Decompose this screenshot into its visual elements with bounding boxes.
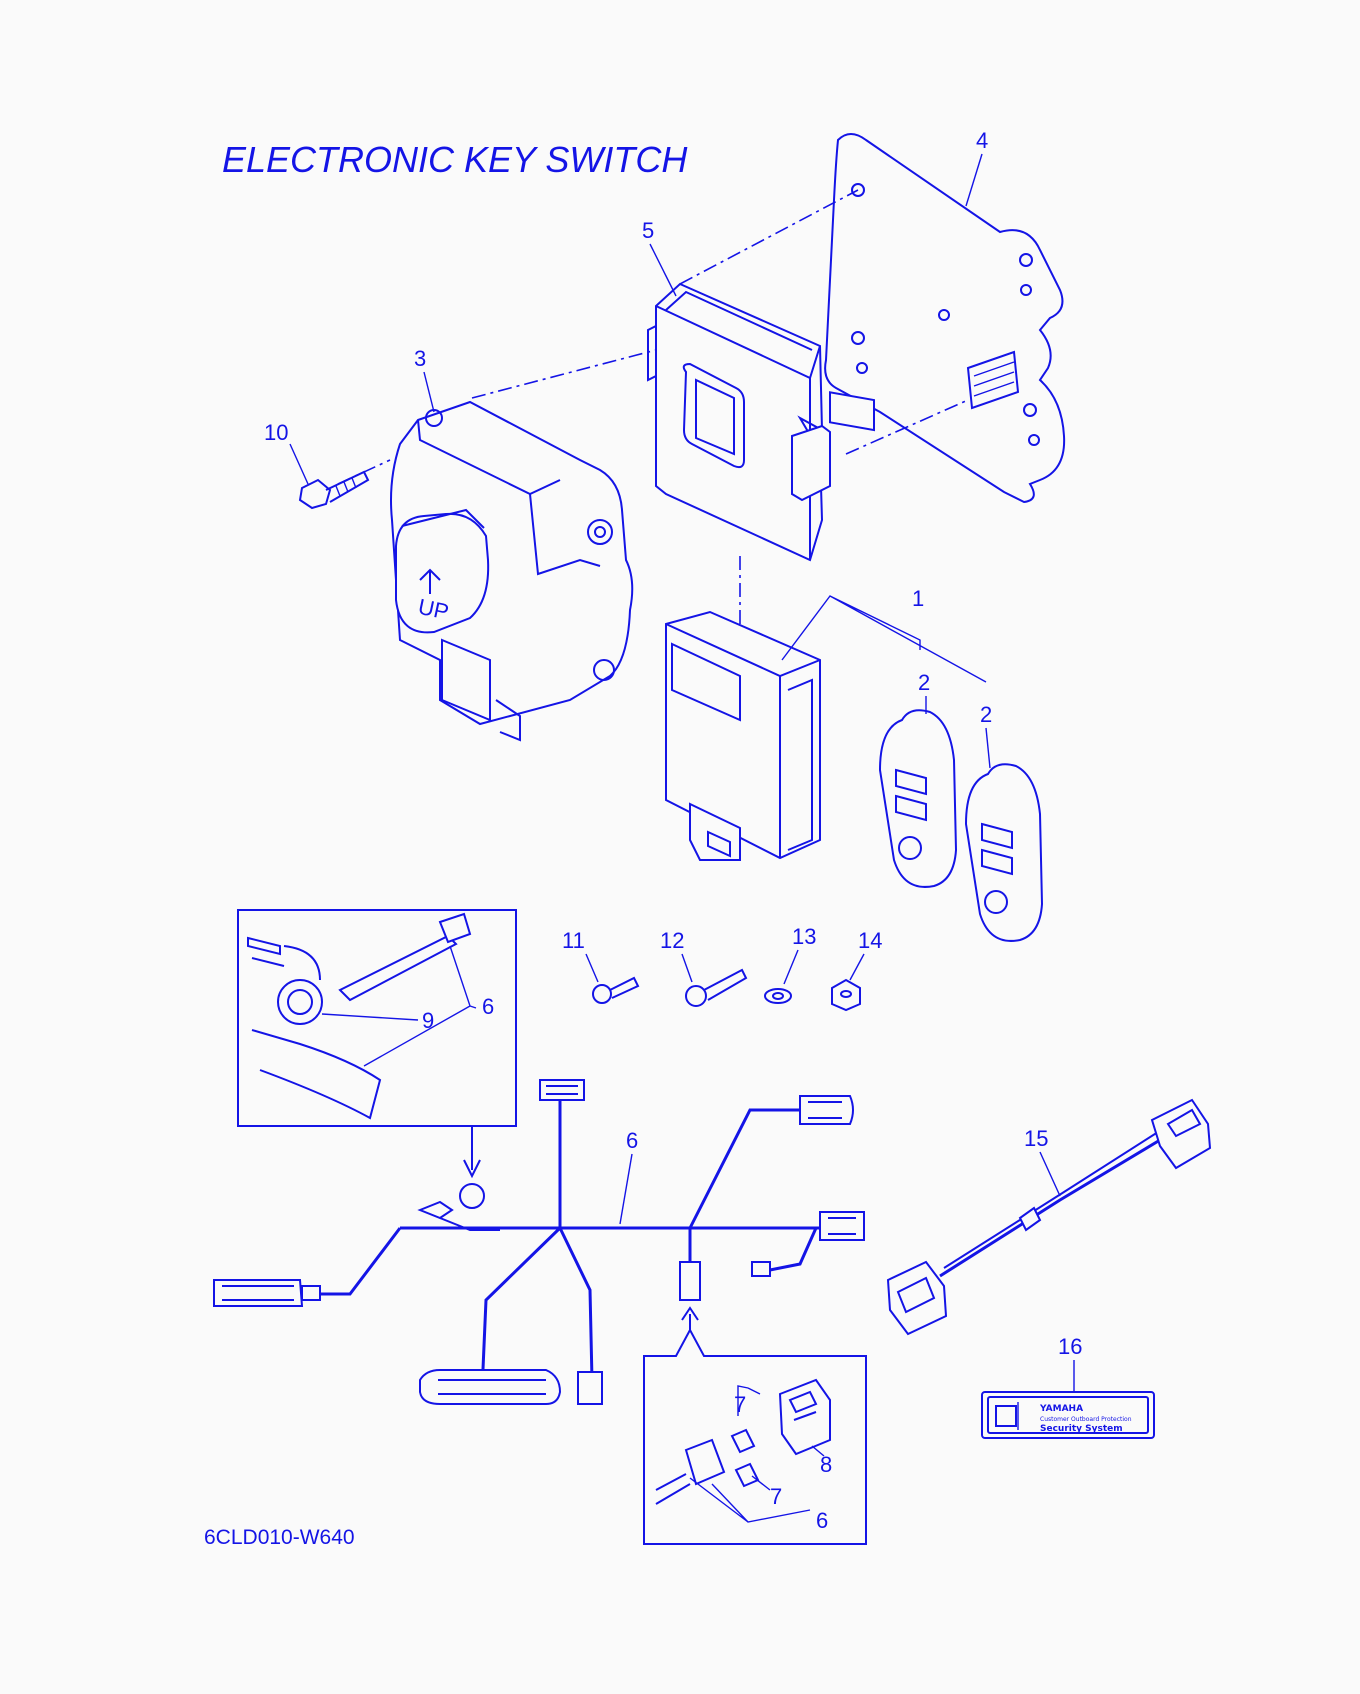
screw-11	[592, 976, 640, 1004]
diagram-code: 6CLD010-W640	[204, 1526, 355, 1549]
callout-13: 13	[792, 924, 816, 949]
callout-6-inset2: 6	[816, 1508, 828, 1533]
callout-2a: 2	[918, 670, 930, 695]
decal-line1: Customer Outboard Protection	[1040, 1416, 1132, 1423]
wiring-harness	[213, 1079, 865, 1405]
ecu-housing	[647, 282, 831, 562]
screw-12	[685, 968, 748, 1007]
callout-7a: 7	[734, 1392, 746, 1417]
callout-2b: 2	[980, 702, 992, 727]
callout-3: 3	[414, 346, 426, 371]
screw-10	[298, 470, 370, 510]
decal-brand: YAMAHA	[1039, 1404, 1083, 1414]
callout-14: 14	[858, 928, 882, 953]
callout-11: 11	[562, 928, 585, 953]
callout-6-inset: 6	[482, 994, 494, 1019]
callout-8: 8	[820, 1452, 832, 1477]
callout-7b: 7	[770, 1484, 782, 1509]
ecu-unit	[665, 610, 821, 861]
callout-6-harness: 6	[626, 1128, 638, 1153]
key-fob-a	[878, 709, 958, 888]
inset-sensor-detail	[247, 912, 472, 1120]
callout-4: 4	[976, 128, 988, 153]
diagram-title: ELECTRONIC KEY SWITCH	[222, 139, 688, 180]
callout-12: 12	[660, 928, 684, 953]
inset-sensor-box	[237, 909, 517, 1127]
callout-10: 10	[264, 420, 288, 445]
callout-5: 5	[642, 218, 654, 243]
key-fob-b	[964, 763, 1044, 942]
decal-line2: Security System	[1040, 1424, 1123, 1434]
callout-1: 1	[912, 586, 924, 611]
nut-14	[831, 978, 861, 1012]
inset-connector-detail	[655, 1378, 831, 1505]
switch-up-marking: UP	[416, 594, 451, 625]
callout-15: 15	[1024, 1126, 1048, 1151]
washer-13	[764, 988, 792, 1004]
mounting-bracket	[824, 133, 1066, 504]
extension-cable-15	[886, 1098, 1212, 1336]
callout-16: 16	[1058, 1334, 1082, 1359]
key-switch-body: UP	[390, 400, 634, 742]
callout-9: 9	[422, 1008, 434, 1033]
security-decal-16: YAMAHA Customer Outboard Protection Secu…	[981, 1391, 1155, 1439]
